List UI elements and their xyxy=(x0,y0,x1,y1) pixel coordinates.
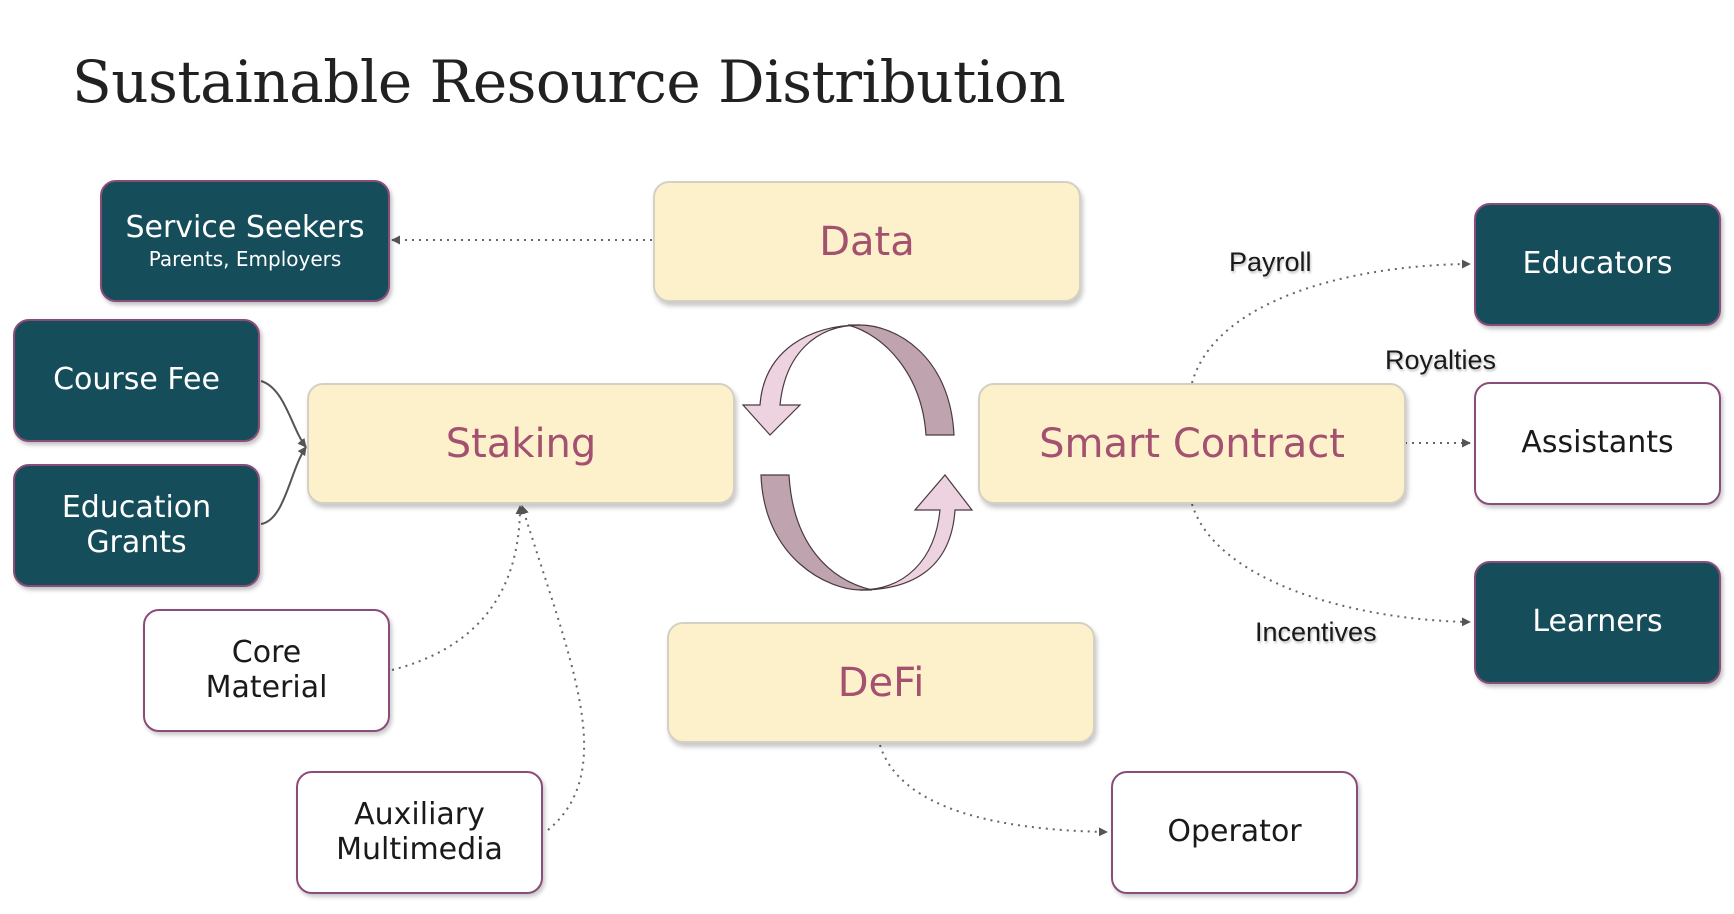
edge-auxiliary-multimedia-to-staking xyxy=(520,505,586,831)
node-core-material-line2: Material xyxy=(205,669,328,705)
edge-smart-contract-to-learners xyxy=(1191,503,1471,627)
node-core-material-line1: Core xyxy=(231,635,302,670)
node-operator[interactable]: Operator xyxy=(1111,771,1358,894)
node-learners[interactable]: Learners xyxy=(1474,561,1721,684)
node-operator-label: Operator xyxy=(1167,814,1302,850)
node-core-material[interactable]: Core Material xyxy=(143,609,390,732)
node-defi-label: DeFi xyxy=(837,659,925,706)
node-staking-label: Staking xyxy=(445,420,597,467)
node-education-grants[interactable]: Education Grants xyxy=(13,464,260,587)
node-staking[interactable]: Staking xyxy=(307,383,735,504)
node-education-grants-line1: Education xyxy=(61,490,212,525)
edge-defi-to-operator xyxy=(879,744,1108,837)
node-service-seekers-title: Service Seekers xyxy=(125,210,365,246)
node-course-fee-label: Course Fee xyxy=(53,362,220,398)
cycle-arrow-top xyxy=(741,324,861,436)
node-educators[interactable]: Educators xyxy=(1474,203,1721,326)
node-smart-contract-label: Smart Contract xyxy=(1039,420,1345,467)
node-education-grants-line2: Grants xyxy=(86,524,187,560)
node-data[interactable]: Data xyxy=(653,181,1081,302)
edge-label-royalties: Royalties xyxy=(1385,345,1497,375)
edge-smart-contract-to-educators xyxy=(1191,259,1471,384)
node-smart-contract[interactable]: Smart Contract xyxy=(978,383,1406,504)
node-assistants[interactable]: Assistants xyxy=(1474,382,1721,505)
edge-label-payroll: Payroll xyxy=(1229,247,1312,277)
node-course-fee[interactable]: Course Fee xyxy=(13,319,260,442)
node-learners-label: Learners xyxy=(1532,604,1663,640)
edge-course-fee-to-staking xyxy=(260,380,307,448)
node-auxiliary-multimedia-line2: Multimedia xyxy=(336,831,503,867)
node-assistants-label: Assistants xyxy=(1521,425,1674,461)
edge-education-grants-to-staking xyxy=(260,446,307,525)
node-educators-label: Educators xyxy=(1522,246,1673,282)
node-auxiliary-multimedia[interactable]: Auxiliary Multimedia xyxy=(296,771,543,894)
edge-core-material-to-staking xyxy=(391,505,525,671)
cycle-ribbon-dark-top xyxy=(847,324,955,436)
node-defi[interactable]: DeFi xyxy=(667,622,1095,743)
node-service-seekers[interactable]: Service Seekers Parents, Employers xyxy=(100,180,390,302)
node-service-seekers-subtitle: Parents, Employers xyxy=(148,246,342,271)
edge-label-incentives: Incentives xyxy=(1255,617,1377,647)
cycle-ribbon-dark-bottom xyxy=(760,474,873,591)
node-data-label: Data xyxy=(819,218,915,265)
cycle-arrow-bottom xyxy=(859,474,974,591)
page-title: Sustainable Resource Distribution xyxy=(72,48,1066,116)
node-auxiliary-multimedia-line1: Auxiliary xyxy=(354,797,485,832)
